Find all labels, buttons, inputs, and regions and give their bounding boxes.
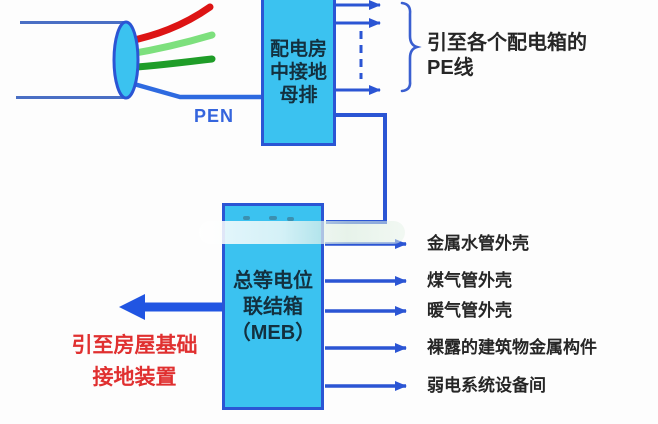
ground-arrow-head-icon — [119, 294, 145, 320]
connection-label-gas-pipe: 煤气管外壳 — [427, 271, 512, 290]
meb-box-line1: 总等电位 — [233, 269, 313, 292]
distribution-room-busbar-box: 配电房 中接地 母排 — [261, 0, 336, 146]
watermark-smudge — [287, 217, 294, 221]
curly-brace-icon — [400, 1, 422, 93]
connection-label-building-metal: 裸露的建筑物金属构件 — [427, 338, 597, 357]
pen-conductor-label: PEN — [194, 106, 235, 126]
meb-box-line2: 联结箱 — [243, 295, 303, 318]
pe-lines-note: 引至各个配电箱的 PE线 — [427, 31, 587, 81]
foundation-earthing-note-line2: 接地装置 — [92, 365, 177, 389]
pen-conductor-wire — [124, 79, 266, 100]
pe-lines-note-line2: PE线 — [427, 57, 474, 79]
busbar-box-line1: 配电房 — [269, 38, 327, 60]
meb-box-line3: （MEB） — [230, 321, 316, 344]
busbar-box-line2: 中接地 — [269, 61, 327, 83]
connection-label-heating-pipe: 暖气管外壳 — [427, 301, 512, 320]
foundation-earthing-note: 引至房屋基础 接地装置 — [62, 330, 207, 393]
pe-lines-note-line1: 引至各个配电箱的 — [427, 32, 587, 54]
busbar-box-line3: 母排 — [279, 84, 318, 106]
watermark-smudge — [243, 216, 250, 220]
cable-end-icon — [112, 20, 140, 100]
connection-label-elv-room: 弱电系统设备间 — [427, 376, 546, 395]
connection-label-water-pipe: 金属水管外壳 — [427, 234, 529, 253]
watermark-smudge — [269, 216, 277, 220]
watermark-blur-band — [199, 221, 405, 244]
foundation-earthing-note-line1: 引至房屋基础 — [71, 334, 198, 357]
